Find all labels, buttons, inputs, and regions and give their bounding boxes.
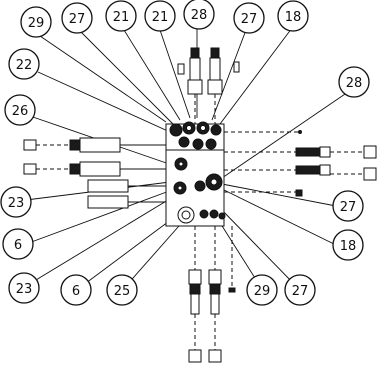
left-valves (23, 137, 166, 209)
callout-label: 29 (28, 16, 45, 31)
callout-label: 29 (254, 284, 271, 299)
callout-label: 6 (14, 238, 22, 253)
callout-23-left: 23 (0, 186, 32, 218)
block-ports (173, 157, 226, 224)
callout-label: 21 (152, 10, 169, 25)
callout-label: 25 (114, 284, 131, 299)
callout-25-bottom: 25 (106, 274, 138, 306)
callout-23-bottom: 23 (8, 272, 40, 304)
top-cartridges (177, 47, 240, 124)
callout-22-left: 22 (8, 48, 40, 80)
callout-29-top: 29 (20, 6, 52, 38)
callout-label: 26 (12, 104, 29, 119)
callout-27-bottom: 27 (284, 274, 316, 306)
callout-label: 27 (69, 12, 86, 27)
callout-6-bottom: 6 (60, 274, 92, 306)
callout-label: 18 (340, 239, 357, 254)
callout-18-right: 18 (332, 229, 364, 261)
callout-18-top: 18 (277, 0, 309, 32)
callout-label: 27 (292, 284, 309, 299)
right-fittings (224, 130, 377, 197)
callout-label: 21 (113, 10, 130, 25)
callout-27-right: 27 (332, 190, 364, 222)
callout-label: 27 (340, 200, 357, 215)
bottom-cartridges (188, 226, 236, 363)
top-fittings (169, 121, 222, 150)
callout-6-left: 6 (2, 228, 34, 260)
callout-21-top-right: 21 (144, 0, 176, 32)
callout-label: 6 (72, 284, 80, 299)
callout-27-top-right: 27 (233, 2, 265, 34)
callout-label: 27 (241, 12, 258, 27)
callout-29-bottom: 29 (246, 274, 278, 306)
callout-28-top: 28 (183, 0, 215, 30)
callout-label: 28 (191, 8, 208, 23)
callout-label: 23 (16, 282, 33, 297)
callout-26-left: 26 (4, 94, 36, 126)
callout-label: 18 (285, 10, 302, 25)
callout-21-top-left: 21 (105, 0, 137, 32)
callout-label: 23 (8, 196, 25, 211)
leader-lines (25, 26, 349, 287)
callout-label: 22 (16, 58, 33, 73)
callout-label: 28 (346, 76, 363, 91)
callout-28-right: 28 (338, 66, 370, 98)
callout-27-top: 27 (61, 2, 93, 34)
